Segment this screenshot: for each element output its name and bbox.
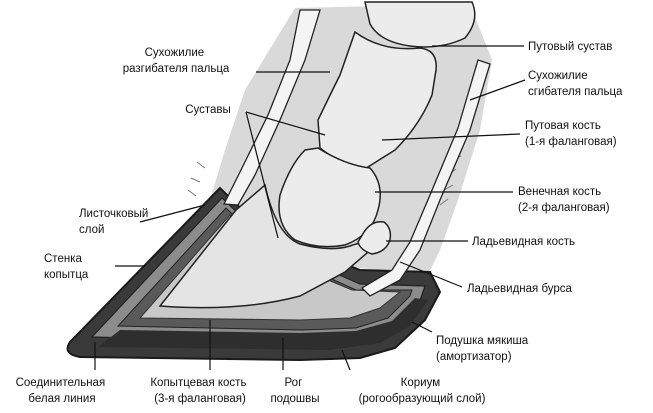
label-line: Путовая кость [525, 120, 601, 132]
label-white-line: Соединительная белая линия [16, 377, 109, 405]
label-line: (рогообразующий слой) [359, 393, 486, 405]
short-pastern-bone [278, 147, 381, 248]
navicular-bone [357, 220, 392, 255]
label-line: копытца [44, 269, 89, 281]
label-sole-horn: Рог подошвы [270, 377, 319, 405]
label-navicular-bone: Ладьевидная кость [472, 236, 575, 248]
label-coffin-bone: Копытцевая кость (3-я фаланговая) [150, 377, 249, 405]
label-line: (2-я фаланговая) [518, 202, 610, 214]
sole [98, 298, 428, 350]
label-navicular-bursa: Ладьевидная бурса [467, 283, 573, 295]
label-line: (3-я фаланговая) [154, 393, 246, 405]
label-line: (1-я фаланговая) [525, 136, 617, 148]
label-line: Путовый сустав [528, 41, 612, 53]
label-line: подошвы [270, 393, 319, 405]
label-line: сгибателя пальца [528, 86, 623, 98]
label-line: Подушка мякиша [436, 335, 529, 347]
label-line: Сухожилие [145, 47, 205, 59]
label-line: разгибателя пальца [123, 63, 230, 75]
label-line: Ладьевидная кость [472, 236, 575, 248]
label-hoof-wall: Стенка копытца [44, 253, 89, 281]
label-line: Листочковый [79, 208, 148, 220]
label-laminar-layer: Листочковый слой [79, 208, 152, 236]
label-line: Копытцевая кость [150, 377, 246, 389]
label-line: Суставы [185, 104, 231, 116]
flexor-tendon [360, 59, 491, 297]
label-line: слой [79, 224, 104, 236]
label-line: (амортизатор) [436, 351, 512, 363]
label-joints: Суставы [185, 104, 231, 116]
label-corium: Кориум (рогообразующий слой) [359, 377, 486, 405]
label-digital-cushion: Подушка мякиша (амортизатор) [436, 335, 531, 363]
label-short-pastern: Венечная кость (2-я фаланговая) [518, 186, 610, 214]
label-fetlock-joint: Путовый сустав [528, 41, 612, 53]
label-line: белая линия [28, 393, 95, 405]
label-line: Стенка [44, 253, 82, 265]
label-line: Кориум [401, 377, 441, 389]
leader-lines [94, 45, 526, 371]
label-line: Ладьевидная бурса [467, 283, 573, 295]
label-line: Венечная кость [518, 186, 601, 198]
label-line: Рог [285, 377, 303, 389]
label-line: Соединительная [16, 377, 106, 389]
extensor-tendon [222, 9, 321, 206]
label-long-pastern: Путовая кость (1-я фаланговая) [525, 120, 617, 148]
label-line: Сухожилие [528, 70, 588, 82]
label-extensor-tendon: Сухожилие разгибателя пальца [123, 47, 230, 75]
long-pastern-bone [317, 30, 437, 173]
label-flexor-tendon: Сухожилие сгибателя пальца [528, 70, 623, 98]
